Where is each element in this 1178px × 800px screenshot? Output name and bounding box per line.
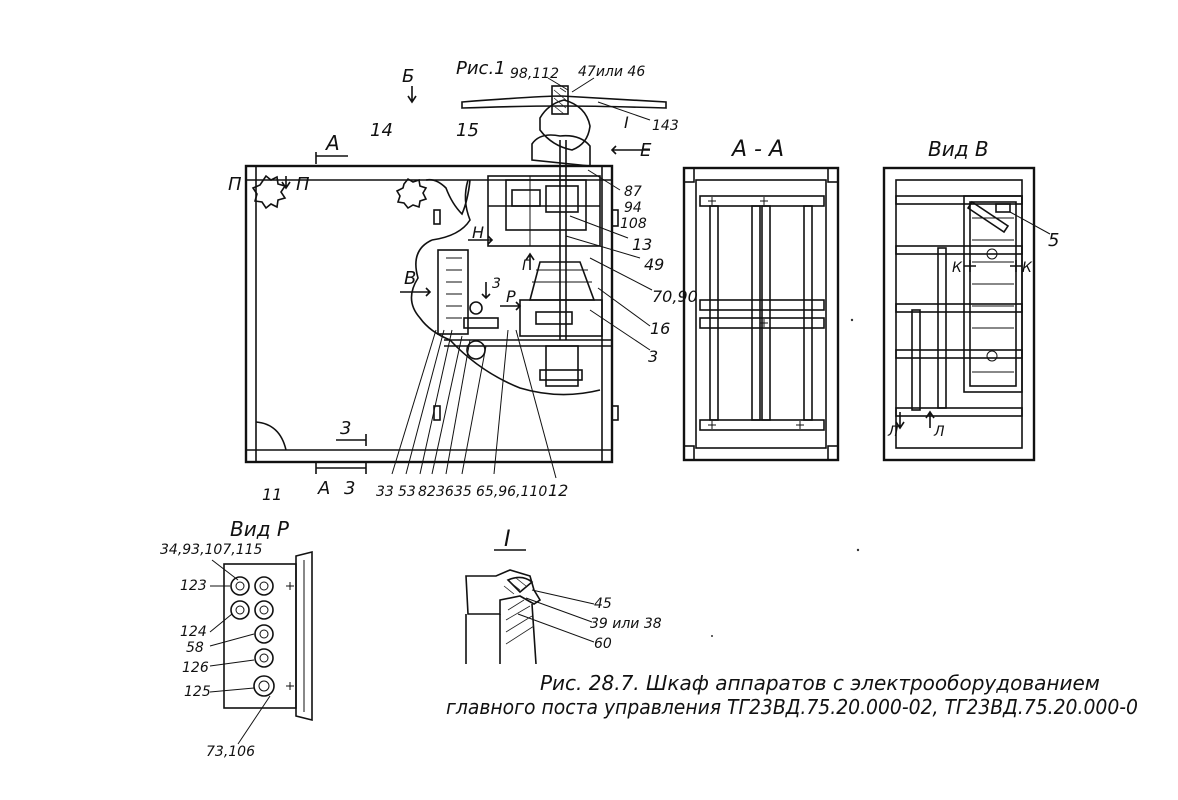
callout-82: 82 [418,484,436,500]
callout-143: 143 [652,118,679,134]
callout-3: 3 [648,347,658,366]
mark-b: Б [402,66,414,87]
mark-k2: К [1022,260,1033,276]
mark-l2: Л [933,424,945,440]
callout-53: 53 [398,484,416,500]
callout-36: 36 [436,484,454,500]
mark-z-inner: 3 [492,276,501,292]
mark-z-mid: 3 [340,418,351,439]
callout-124: 124 [180,624,207,640]
detail-i [465,549,595,665]
callout-47-46: 47или 46 [578,64,645,80]
callout-33: 33 [376,484,394,500]
mark-g: Г [522,258,531,274]
mark-l1: Л [887,424,899,440]
main-view [244,77,667,479]
callout-98-112: 98,112 [510,66,559,82]
callout-13: 13 [632,235,652,254]
callout-123: 123 [180,578,207,594]
callout-70-90: 70,90 [652,287,698,306]
callout-45: 45 [594,596,612,612]
callout-108: 108 [620,216,647,232]
view-r-title: Вид Р [230,517,290,541]
mark-n: Н [472,223,484,242]
mark-v: В [404,268,416,289]
callout-65-96-110: 65,96,110 [476,484,547,500]
mark-r: Р [506,287,516,306]
mark-z-bottom: 3 [344,478,355,499]
callout-34-93: 34,93,107,115 [160,542,263,558]
mark-k1: К [952,260,963,276]
labels: Рис.1 А - А Вид В Вид Р I Рис. 28.7. Шка… [160,58,1138,760]
section-aa-title: А - А [730,137,784,162]
callout-58: 58 [186,640,204,656]
callout-94: 94 [624,200,642,216]
callout-60: 60 [594,636,612,652]
callout-15: 15 [456,120,479,141]
caption-line-2: главного поста управления ТГ23ВД.75.20.0… [446,695,1138,719]
callout-39-38: 39 или 38 [590,616,662,632]
mark-p2: П [296,174,310,195]
mark-a-top: А [324,131,340,155]
callout-87: 87 [624,184,642,200]
callout-14: 14 [370,120,393,141]
view-r [209,550,313,745]
callout-35: 35 [454,484,472,500]
view-v-title: Вид В [928,137,989,161]
callout-12: 12 [548,481,568,500]
mark-e: Е [640,140,652,161]
callout-49: 49 [644,255,664,274]
section-a-a-view [682,166,840,462]
figure-title: Рис.1 [456,58,506,79]
callout-126: 126 [182,660,209,676]
callout-16: 16 [650,319,670,338]
view-v [882,166,1051,462]
callout-125: 125 [184,684,211,700]
mark-p1: П [228,174,242,195]
mark-a-bottom: А [317,478,330,499]
callout-73-106: 73,106 [206,744,255,760]
mark-i: I [624,113,629,132]
callout-11: 11 [262,485,282,504]
callout-5: 5 [1048,230,1059,251]
caption-line-1: Рис. 28.7. Шкаф аппаратов с электрообору… [540,671,1100,695]
detail-i-title: I [504,527,511,552]
